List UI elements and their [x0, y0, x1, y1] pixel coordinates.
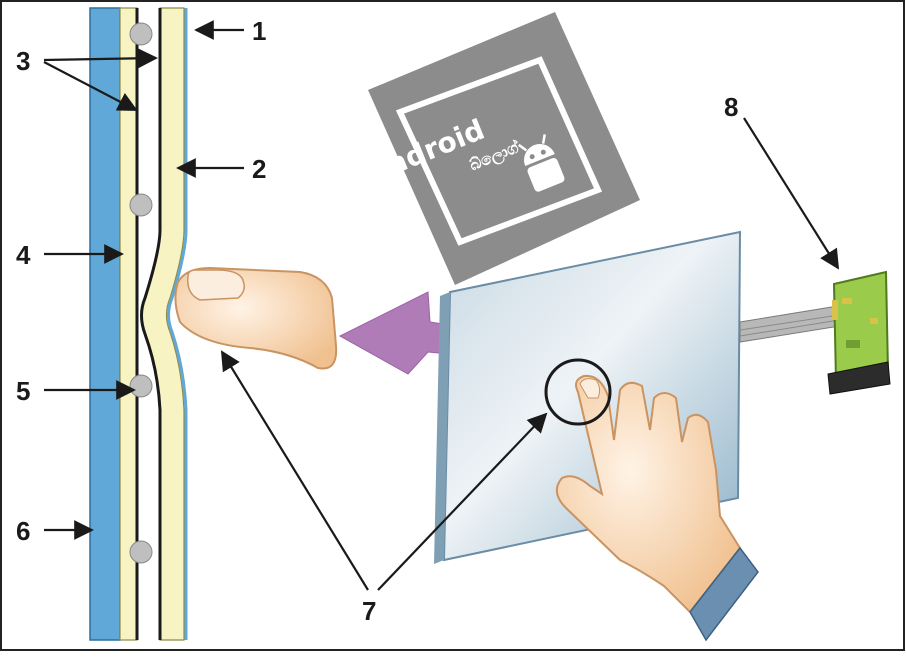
fingernail	[187, 269, 245, 301]
hand-fingernail	[579, 378, 601, 399]
glass-substrate-layer	[89, 7, 121, 641]
callout-2: 2	[252, 154, 266, 184]
callout-5: 5	[16, 376, 30, 406]
callout-1: 1	[252, 16, 266, 46]
callout-6: 6	[16, 516, 30, 546]
leader-7b	[377, 412, 548, 591]
leader-8	[743, 117, 840, 270]
sleeve	[689, 546, 759, 642]
callout-8: 8	[724, 92, 738, 122]
leader-3b	[43, 61, 138, 111]
layer-stack	[89, 7, 188, 641]
controller-board	[827, 270, 891, 395]
spacer-dot	[129, 374, 153, 398]
upper-conductive-line	[140, 8, 162, 640]
callout-labels: 1 2 3 4 5 6 7 8	[16, 16, 738, 626]
spacer-dot	[129, 193, 153, 217]
ribbon-cable	[739, 305, 841, 343]
callout-7: 7	[362, 596, 376, 626]
callout-4: 4	[16, 240, 31, 270]
android-robot-icon	[518, 134, 565, 192]
touch-point-circle	[544, 358, 612, 426]
leader-7a	[220, 350, 369, 591]
hand-touching-screen	[555, 374, 759, 642]
pressing-fingertip	[174, 266, 338, 370]
spacer-dot	[129, 22, 153, 46]
spacer-dot	[129, 540, 153, 564]
leader-lines	[43, 20, 840, 591]
outer-hard-coat-line	[167, 8, 188, 640]
watermark-logo: Android බ්ලොග්	[361, 12, 640, 285]
leader-3a	[43, 48, 158, 69]
callout-3: 3	[16, 46, 30, 76]
